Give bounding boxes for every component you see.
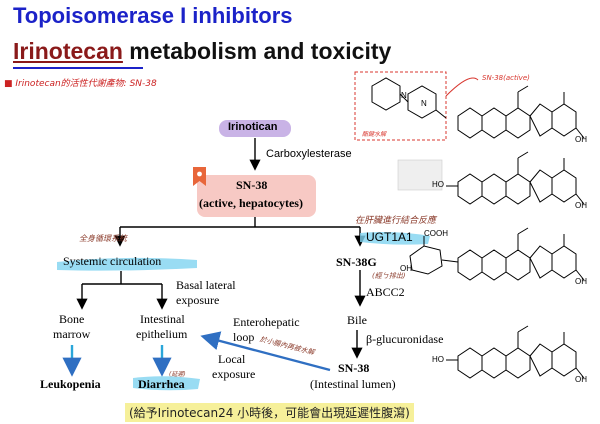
bile-label: Bile (347, 313, 367, 327)
diarrhea-delay-note: (延遲) (169, 371, 186, 378)
sn38-structure-2 (446, 151, 585, 205)
hydrolysis-note: 酯鍵水解 (362, 131, 387, 138)
ho-label-2: HO (432, 355, 444, 364)
oh-label-1: OH (575, 135, 587, 144)
leukopenia-label: Leukopenia (40, 377, 101, 391)
epithelium-label: epithelium (136, 327, 188, 341)
irinotecan-box (219, 120, 291, 137)
systemic-circulation-label: Systemic circulation (63, 254, 162, 268)
sn38-lumen-desc: (Intestinal lumen) (310, 377, 396, 391)
footer-note: (給予Irinotecan24 小時後，可能會出現延遲性腹瀉) (125, 403, 414, 422)
bookmark-icon (193, 167, 206, 186)
intestinal-label: Intestinal (140, 312, 185, 326)
structure-n1: N (401, 91, 407, 100)
top-left-note-text: Irinotecan的活性代謝產物: SN-38 (15, 79, 157, 89)
faded-note-box (397, 159, 443, 191)
basal-exposure-label: exposure (176, 293, 220, 307)
glucuronidase-label: β-glucuronidase (366, 332, 444, 346)
subtitle-drug-name: Irinotecan (13, 38, 123, 64)
carboxylesterase-label: Carboxylesterase (266, 148, 352, 160)
slide-subtitle: Irinotecan metabolism and toxicity (13, 38, 391, 65)
hydrolysis-dashed-box (354, 71, 447, 141)
local-exposure-label: exposure (212, 367, 256, 381)
subtitle-underline (13, 67, 143, 69)
sn38-active-label: SN-38(active) (482, 74, 530, 82)
piperidine-structure (371, 77, 447, 119)
sn38-structure-3 (446, 325, 585, 379)
sn38g-note: (經ㄅ排出) (372, 272, 406, 280)
abcc2-label: ABCC2 (366, 285, 405, 299)
sn38g-label: SN-38G (336, 255, 377, 269)
sn38-label: SN-38 (236, 178, 268, 192)
sn38-box (197, 175, 316, 217)
irinotecan-label: Irinotican (228, 121, 278, 133)
red-curve-arrow (445, 77, 479, 97)
cooh-label: COOH (424, 229, 448, 238)
ugt-highlight (360, 232, 430, 245)
oh-label-gluc: OH (400, 264, 412, 273)
oh-label-4: OH (575, 375, 587, 384)
sn38-lumen-label: SN-38 (338, 361, 370, 375)
diarrhea-label: Diarrhea (138, 377, 185, 391)
systemic-highlight (57, 257, 197, 271)
top-left-note: ■ Irinotecan的活性代謝產物: SN-38 (4, 79, 157, 89)
loop-label: loop (233, 330, 255, 344)
enterohepatic-label: Enterohepatic (233, 315, 300, 329)
sn38-structure-1 (457, 85, 585, 139)
ugt1a1-label: UGT1A1 (366, 230, 413, 244)
diarrhea-highlight (133, 376, 200, 391)
ho-label-1: HO (432, 180, 444, 189)
bone-label: Bone (59, 312, 85, 326)
subtitle-rest: metabolism and toxicity (122, 38, 392, 64)
liver-conjugation-note: 在肝臟進行結合反應 (355, 216, 437, 226)
sn38-active-desc: (active, hepatocytes) (199, 196, 303, 210)
local-label: Local (218, 352, 246, 366)
basal-lateral-label: Basal lateral (176, 278, 236, 292)
marrow-label: marrow (53, 327, 91, 341)
sn38g-structure (409, 227, 585, 281)
oh-label-3: OH (575, 277, 587, 286)
structure-n2: N (421, 99, 427, 108)
arrow-local-exposure (200, 331, 331, 372)
systemic-note: 全身循環系統 (79, 234, 127, 243)
slide-title: Topoisomerase I inhibitors (13, 3, 293, 28)
oh-label-2: OH (575, 201, 587, 210)
